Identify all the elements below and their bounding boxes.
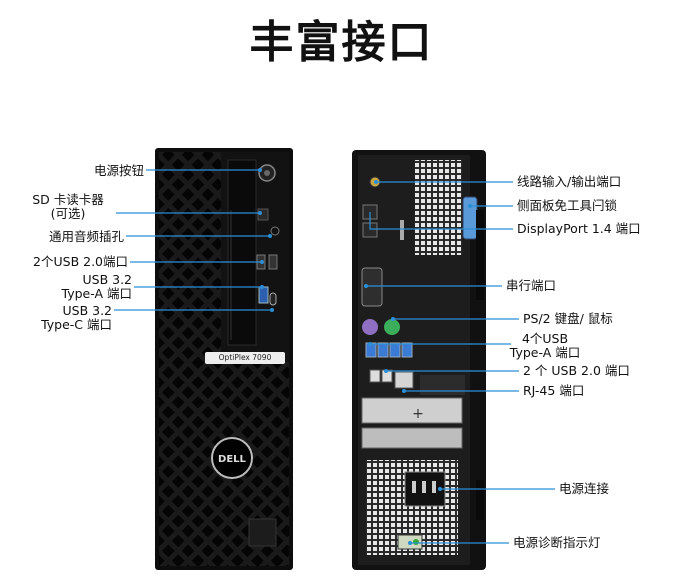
- page-title: 丰富接口: [249, 17, 434, 68]
- label-usb2-rear: 2 个 USB 2.0 端口: [523, 363, 630, 378]
- label-diag-light: 电源诊断指示灯: [513, 535, 601, 550]
- label-line-io: 线路输入/输出端口: [517, 174, 622, 189]
- label-displayport: DisplayPort 1.4 端口: [517, 221, 641, 236]
- label-sd-reader: SD 卡读卡器 (可选): [32, 192, 104, 221]
- front-callout-lines: [114, 169, 272, 311]
- label-audio-jack: 通用音频插孔: [48, 229, 124, 244]
- label-usb4-typea: 4个USB Type-A 端口: [509, 331, 581, 360]
- usb2-port-2: [268, 254, 278, 270]
- svg-text:+: +: [412, 406, 424, 422]
- audio-jack: [270, 226, 280, 236]
- side-latch-icon: [462, 196, 478, 240]
- usb-c-port: [269, 292, 277, 306]
- label-rj45: RJ-45 端口: [523, 383, 585, 398]
- rj45-port: [394, 371, 414, 389]
- label-usb2-front: 2个USB 2.0端口: [33, 254, 128, 269]
- label-side-latch: 侧面板免工具闩锁: [517, 198, 618, 213]
- label-usb32-typea: USB 3.2 Type-A 端口: [61, 272, 132, 301]
- rear-callout-lines: [366, 181, 555, 544]
- label-power-connector: 电源连接: [559, 481, 610, 496]
- rear-chassis: +: [352, 150, 486, 570]
- ps2-keyboard: [362, 319, 378, 335]
- dell-logo-icon: [211, 437, 253, 479]
- label-power-button: 电源按钮: [93, 163, 144, 178]
- ps2-mouse: [384, 319, 400, 335]
- serial-port: [361, 267, 383, 307]
- label-usb32-typec: USB 3.2 Type-C 端口: [41, 303, 112, 332]
- usb-a-port: [258, 286, 269, 304]
- label-ps2: PS/2 键盘/ 鼠标: [523, 311, 613, 326]
- logo-text: DELL: [218, 454, 247, 465]
- label-serial: 串行端口: [506, 278, 557, 293]
- model-badge: OptiPlex 7090: [205, 352, 285, 364]
- sd-slot: [257, 208, 269, 221]
